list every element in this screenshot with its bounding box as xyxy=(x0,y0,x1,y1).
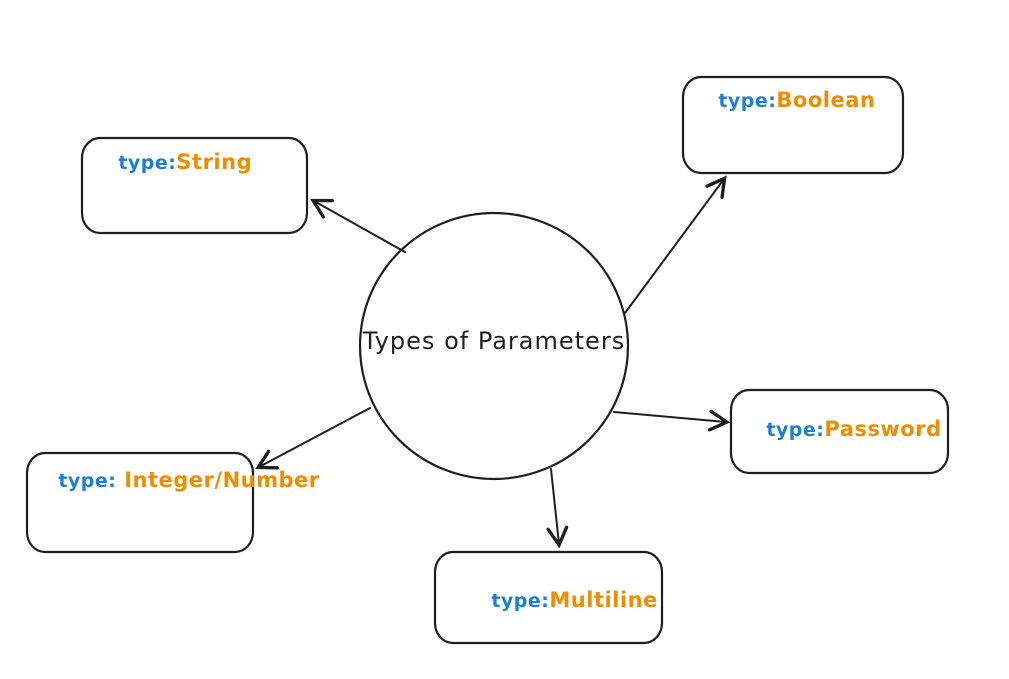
boolean-type-value: Boolean xyxy=(776,88,876,112)
multiline-type-value: Multiline xyxy=(549,588,658,612)
integer-number-type-value: Integer/Number xyxy=(116,468,320,492)
integer-number-type-prefix: type: xyxy=(58,470,117,492)
boolean-node-label: type:Boolean xyxy=(696,61,875,141)
password-type-value: Password xyxy=(824,417,942,441)
center-circle-shape xyxy=(358,211,630,481)
string-type-value: String xyxy=(176,150,253,174)
string-type-prefix: type: xyxy=(118,152,177,174)
string-node-box xyxy=(80,136,309,235)
arrow-to-multiline xyxy=(546,468,569,549)
password-node-box xyxy=(729,388,950,475)
multiline-type-prefix: type: xyxy=(491,590,550,612)
password-type-prefix: type: xyxy=(766,419,825,441)
arrow-to-string xyxy=(310,198,406,253)
integer-number-node-label: type: Integer/Number xyxy=(36,441,320,521)
boolean-node-box xyxy=(681,75,905,175)
arrow-to-password xyxy=(613,409,731,432)
center-circle-label: Types of Parameters xyxy=(362,327,626,355)
arrow-to-boolean xyxy=(624,175,727,314)
multiline-node-label: type:Multiline xyxy=(469,561,658,641)
string-node-label: type:String xyxy=(96,123,252,203)
arrow-to-integer-number xyxy=(255,407,371,470)
multiline-node-box xyxy=(433,550,664,645)
password-node-label: type:Password xyxy=(744,390,942,470)
boolean-type-prefix: type: xyxy=(718,90,777,112)
integer-number-node-box xyxy=(25,451,255,554)
